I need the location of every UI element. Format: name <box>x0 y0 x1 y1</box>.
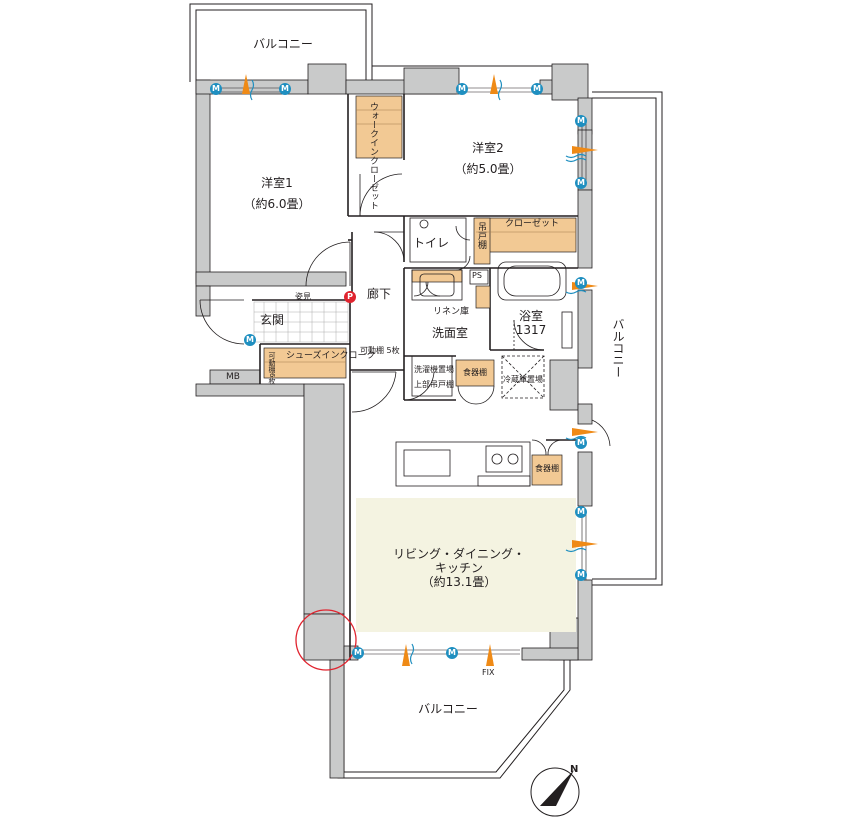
m-marker-icon: M <box>575 506 587 518</box>
toilet-cabinet-label: 吊戸棚 <box>476 222 486 249</box>
shoes-closet-label: シューズインクローク <box>286 351 376 361</box>
balcony-right-label: バルコニー <box>611 318 625 378</box>
balcony-top-label: バルコニー <box>253 37 313 51</box>
kitchen-fixtures <box>395 441 531 487</box>
dish-cabinet-label: 食器棚 <box>463 368 487 377</box>
linen-label: リネン庫 <box>433 307 470 317</box>
m-marker-icon: M <box>279 83 291 95</box>
m-marker-icon: M <box>575 177 587 189</box>
hanging-cabinet-label: 上部吊戸棚 <box>414 380 454 389</box>
vanity-mirror-label: 姿見 <box>295 292 311 301</box>
fix-label: FIX <box>482 668 495 677</box>
mb-label: MB <box>226 372 240 382</box>
m-marker-icon: M <box>446 647 458 659</box>
m-marker-icon: M <box>210 83 222 95</box>
m-marker-icon: M <box>575 569 587 581</box>
walk-in-closet-label: ウォークインクローゼット <box>368 102 378 210</box>
shelves6-label: 可動棚6枚 <box>268 352 276 385</box>
m-marker-icon: M <box>575 115 587 127</box>
shelves5-label: 可動棚 5枚 <box>360 346 400 355</box>
m-marker-icon: M <box>575 437 587 449</box>
toilet-label: トイレ <box>413 236 450 250</box>
bath-fixtures <box>409 217 573 399</box>
m-marker-icon: M <box>352 647 364 659</box>
bath-label: 浴室 <box>518 309 544 323</box>
ps-label: PS <box>472 271 482 280</box>
m-marker-icon: M <box>456 83 468 95</box>
p-marker-icon: P <box>344 291 356 303</box>
north-label: N <box>570 764 579 775</box>
laundry-label: 洗濯機置場 <box>414 365 454 374</box>
m-marker-icon: M <box>244 334 256 346</box>
bedroom1-size: （約6.0畳） <box>243 197 311 211</box>
entrance-label: 玄関 <box>260 313 285 327</box>
ldk-label-line1: リビング・ダイニング・ <box>392 547 526 561</box>
bedroom1-label: 洋室1 <box>261 176 293 190</box>
bath-size: 1317 <box>515 323 547 337</box>
hatch-lines <box>264 109 576 363</box>
bedroom2-label: 洋室2 <box>472 141 504 155</box>
entrance-tile <box>253 301 349 343</box>
m-marker-icon: M <box>575 277 587 289</box>
annotation-circle <box>295 609 357 671</box>
fridge-label: 冷蔵庫置場 <box>503 375 543 384</box>
washroom-label: 洗面室 <box>431 326 469 340</box>
dish-cabinet2-label: 食器棚 <box>535 464 559 473</box>
ldk-floor <box>356 498 576 632</box>
doors <box>199 173 611 456</box>
balcony-bottom-label: バルコニー <box>418 702 478 716</box>
vent-marks <box>242 74 598 666</box>
walls <box>195 63 593 779</box>
interior-walls <box>252 94 578 660</box>
m-marker-icon: M <box>531 83 543 95</box>
bedroom2-size: （約5.0畳） <box>454 162 522 176</box>
closet-label: クローゼット <box>504 219 560 229</box>
ldk-size: （約13.1畳） <box>421 575 497 589</box>
wood-fixtures <box>263 95 577 486</box>
corridor-label: 廊下 <box>367 287 392 301</box>
ldk-label-line2: キッチン <box>434 561 484 575</box>
compass <box>530 767 580 817</box>
